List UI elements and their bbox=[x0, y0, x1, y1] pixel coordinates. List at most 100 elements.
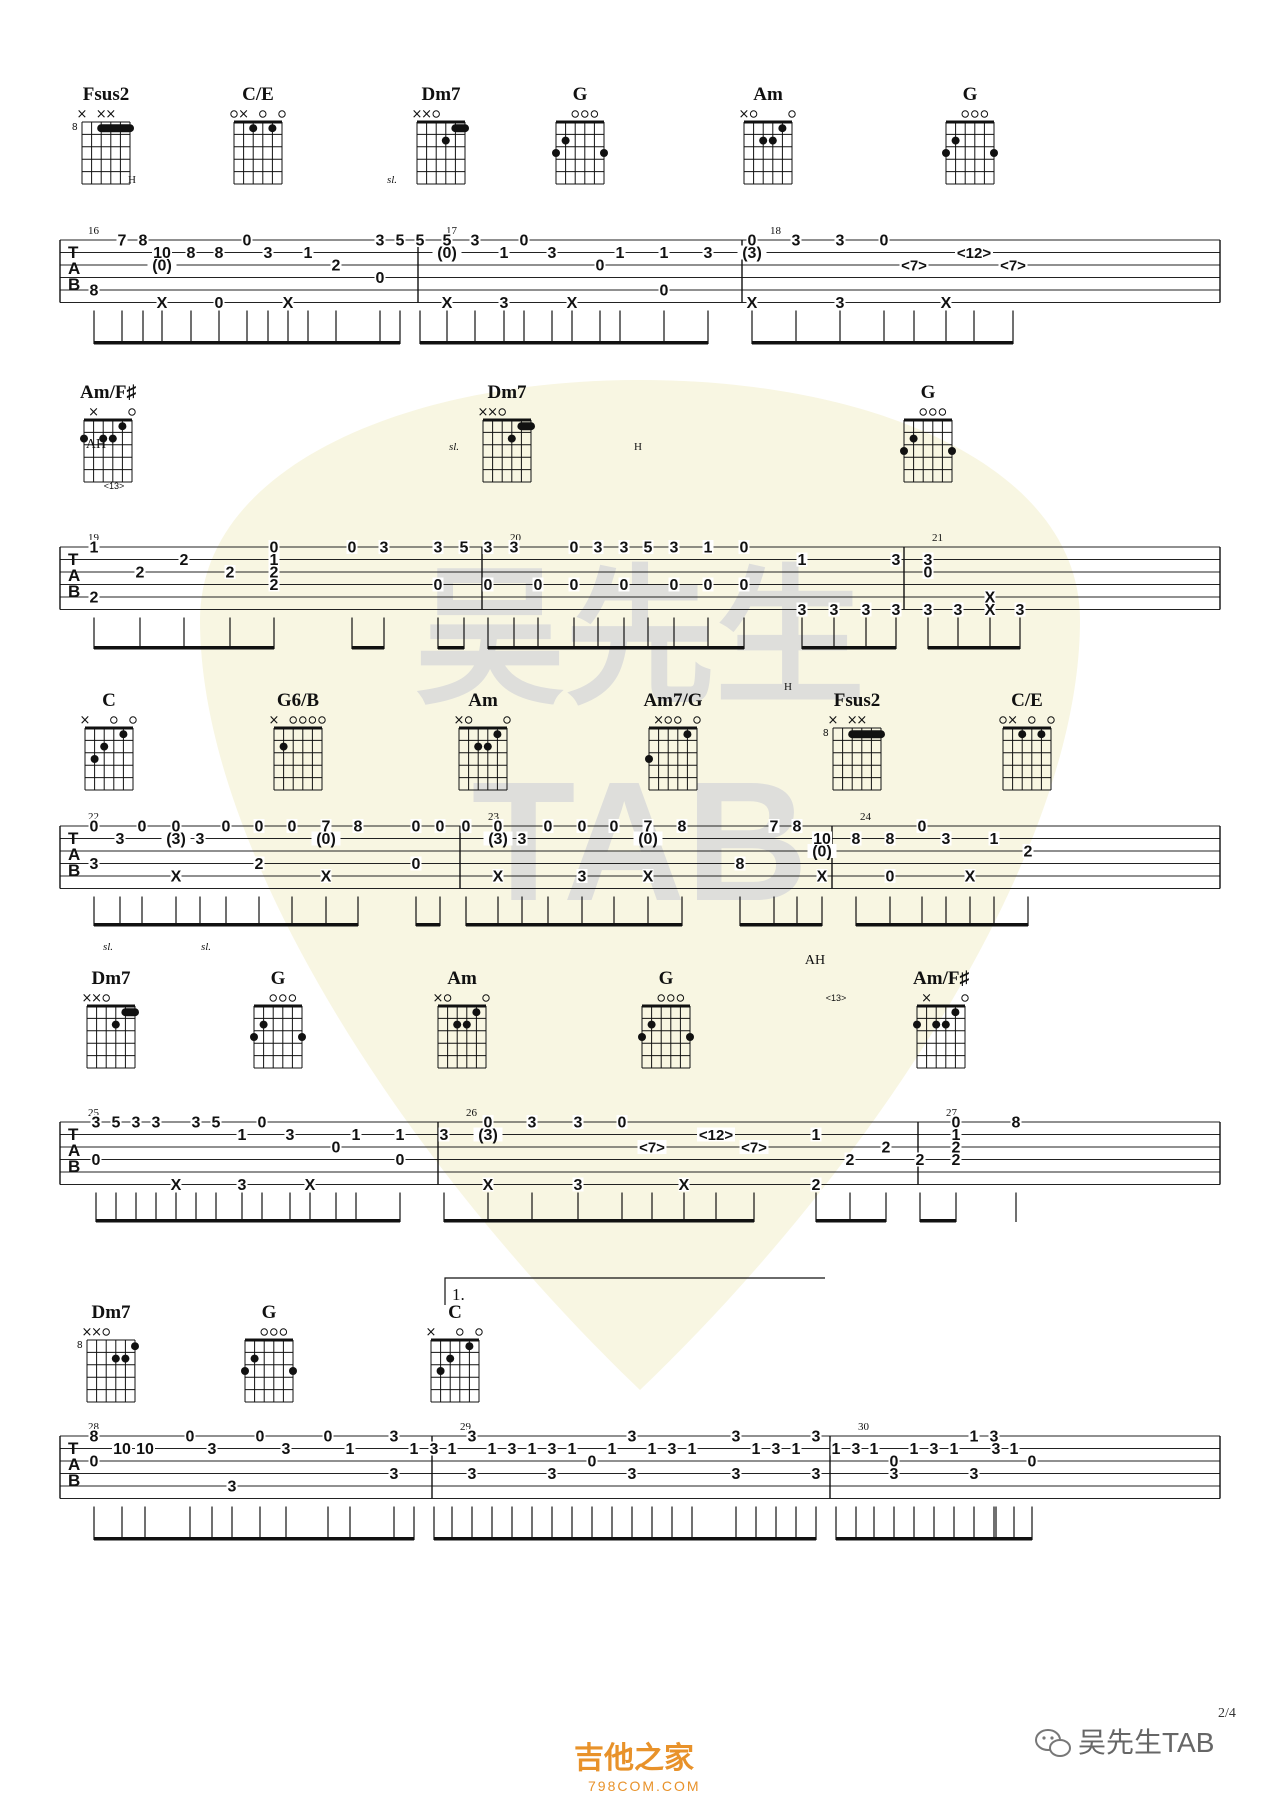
tab-note-bg bbox=[1014, 602, 1026, 617]
tab-note: 2 bbox=[846, 1152, 855, 1169]
tab-clef: A bbox=[68, 259, 80, 278]
tab-note-bg bbox=[110, 1115, 122, 1129]
note-beam bbox=[672, 1537, 692, 1541]
tab-note-bg bbox=[136, 819, 148, 833]
tab-note-bg bbox=[508, 540, 520, 554]
tab-note: 3 bbox=[238, 1177, 247, 1194]
tab-note: 3 bbox=[152, 1115, 161, 1132]
muted-string-icon: × bbox=[454, 713, 465, 728]
measure-number: 27 bbox=[946, 1107, 958, 1119]
finger-dot bbox=[446, 1354, 455, 1363]
tab-note-bg bbox=[618, 577, 630, 592]
note-beam bbox=[934, 1537, 954, 1541]
tab-note-bg bbox=[880, 1140, 892, 1154]
tab-note-bg bbox=[330, 258, 342, 272]
tab-note-bg bbox=[955, 245, 993, 260]
note-beam bbox=[890, 923, 922, 927]
note-beam bbox=[259, 923, 292, 927]
muted-string-icon: × bbox=[91, 991, 102, 1006]
tab-note: 3 bbox=[500, 295, 509, 312]
tab-note: X bbox=[493, 869, 504, 886]
open-string-icon bbox=[938, 408, 947, 416]
open-string-icon bbox=[278, 110, 286, 118]
tab-note-bg bbox=[990, 1441, 1002, 1456]
tab-note: X bbox=[747, 295, 758, 312]
tab-note-bg bbox=[518, 233, 530, 247]
tab-note-bg bbox=[408, 1441, 420, 1456]
open-string-icon bbox=[971, 110, 979, 118]
finger-dot bbox=[942, 149, 950, 157]
tab-note-bg bbox=[213, 245, 225, 260]
chord-diagram: G bbox=[900, 382, 956, 483]
tab-note-bg bbox=[526, 1441, 538, 1456]
tab-note-bg bbox=[280, 1441, 292, 1456]
logo-url: 798COM.COM bbox=[588, 1778, 701, 1794]
note-beam bbox=[136, 1219, 156, 1223]
tab-note: 1 bbox=[500, 245, 509, 262]
tab-note-bg bbox=[658, 245, 670, 260]
tab-note: 8 bbox=[736, 856, 745, 873]
note-beam bbox=[836, 1537, 856, 1541]
chord-name: C/E bbox=[1011, 690, 1043, 711]
tab-note-bg bbox=[678, 1177, 690, 1192]
tab-note: 3 bbox=[90, 856, 99, 873]
tab-note: 3 bbox=[380, 540, 389, 557]
barre bbox=[121, 1008, 139, 1017]
muted-string-icon: × bbox=[856, 713, 867, 728]
tab-note-bg bbox=[150, 1115, 162, 1129]
chord-name: Fsus2 bbox=[83, 84, 129, 105]
tab-note: 3 bbox=[704, 245, 713, 262]
tab-note: 2 bbox=[180, 552, 189, 569]
tab-note-bg bbox=[352, 819, 364, 833]
tab-note-bg bbox=[739, 1140, 769, 1154]
tab-note: 3 bbox=[954, 602, 963, 619]
tab-note-bg bbox=[88, 283, 100, 297]
note-beam bbox=[286, 1537, 328, 1541]
measure-number: 23 bbox=[488, 811, 500, 823]
volta-label: 1. bbox=[452, 1285, 465, 1304]
chord-name: Dm7 bbox=[487, 382, 527, 403]
tab-note-bg bbox=[460, 819, 472, 833]
note-beam bbox=[226, 923, 259, 927]
tab-note-bg bbox=[432, 245, 462, 260]
note-beam bbox=[572, 1537, 592, 1541]
tab-note-bg bbox=[746, 295, 758, 310]
open-string-icon bbox=[279, 994, 287, 1002]
measure-number: 24 bbox=[860, 811, 872, 823]
tab-note-bg bbox=[88, 1454, 100, 1468]
tab-note: 0 bbox=[890, 1454, 899, 1471]
tab-note-bg bbox=[394, 1127, 406, 1142]
tab-note-bg bbox=[964, 869, 976, 883]
open-string-icon bbox=[571, 110, 579, 118]
tab-note: 0 bbox=[92, 1152, 101, 1169]
tab-note-bg bbox=[730, 1466, 742, 1481]
tab-note: X bbox=[483, 1177, 494, 1194]
note-beam bbox=[522, 923, 548, 927]
note-beam bbox=[262, 1219, 290, 1223]
tab-note: 3 bbox=[430, 1441, 439, 1458]
note-beam bbox=[974, 1537, 994, 1541]
note-beam bbox=[219, 341, 247, 345]
technique-label: H bbox=[634, 441, 642, 453]
note-beam bbox=[380, 341, 400, 345]
tab-note: X bbox=[679, 1177, 690, 1194]
note-beam bbox=[796, 1537, 816, 1541]
tab-note: 3 bbox=[892, 602, 901, 619]
tab-note: 1 bbox=[608, 1441, 617, 1458]
tab-note: X bbox=[941, 295, 952, 312]
chord-fret-position: 8 bbox=[823, 728, 829, 739]
chord-name: G bbox=[573, 84, 588, 105]
note-beam bbox=[196, 1219, 216, 1223]
finger-dot bbox=[913, 1020, 921, 1029]
tab-note-bg bbox=[666, 1441, 678, 1456]
note-beam bbox=[216, 1219, 242, 1223]
muted-string-icon: × bbox=[739, 107, 750, 122]
open-string-icon bbox=[260, 1328, 268, 1336]
tab-note: 8 bbox=[678, 819, 687, 836]
tab-note-bg bbox=[950, 1140, 962, 1154]
tab-note-bg bbox=[1010, 1115, 1022, 1129]
tab-note-bg bbox=[791, 819, 803, 833]
tab-note-bg bbox=[750, 1441, 762, 1456]
